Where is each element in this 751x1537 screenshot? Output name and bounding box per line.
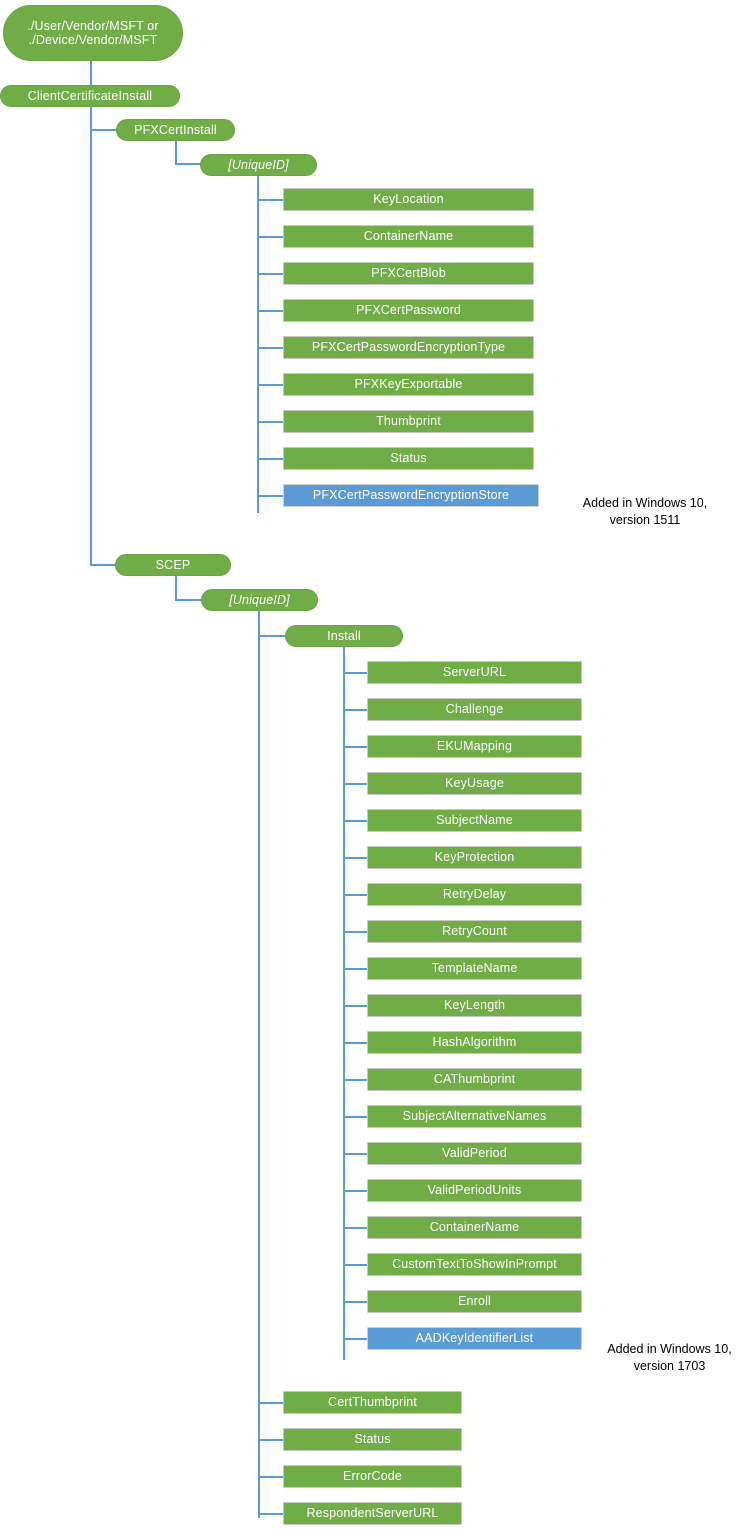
node-scep-install-cathumbprint[interactable]: CAThumbprint (367, 1068, 582, 1091)
connector-stub (258, 1439, 283, 1441)
connector-stub (343, 968, 367, 970)
connector-stub (257, 310, 283, 312)
connector-stub (343, 820, 367, 822)
node-scep-install-challenge[interactable]: Challenge (367, 698, 582, 721)
connector-stub (343, 894, 367, 896)
node-pfx-pfxcertpasswordencryptionstore[interactable]: PFXCertPasswordEncryptionStore (283, 484, 539, 507)
node-root[interactable]: ./User/Vendor/MSFT or ./Device/Vendor/MS… (3, 5, 183, 61)
node-scep-errorcode[interactable]: ErrorCode (283, 1465, 462, 1488)
connector-stub (343, 1301, 367, 1303)
node-scep-install-keyprotection[interactable]: KeyProtection (367, 846, 582, 869)
node-pfx-pfxcertblob[interactable]: PFXCertBlob (283, 262, 534, 285)
annotation-scep-added-version: Added in Windows 10, version 1703 (607, 1342, 732, 1373)
node-pfx-pfxkeyexportable[interactable]: PFXKeyExportable (283, 373, 534, 396)
node-scep-install-containername[interactable]: ContainerName (367, 1216, 582, 1239)
connector-stub (343, 709, 367, 711)
node-scep[interactable]: SCEP (115, 554, 231, 576)
connector-stub (257, 495, 283, 497)
node-scep-respondentserverurl[interactable]: RespondentServerURL (283, 1502, 462, 1525)
connector-stub (257, 273, 283, 275)
connector-scep-to-uniqueid-h (175, 599, 203, 601)
connector-stub (343, 746, 367, 748)
connector-scep-to-uniqueid-v (175, 576, 177, 600)
connector-pfx-to-uniqueid-h (175, 163, 202, 165)
node-scep-install-subjectalternativenames[interactable]: SubjectAlternativeNames (367, 1105, 582, 1128)
connector-stub (343, 1338, 367, 1340)
node-scep-install-keyusage[interactable]: KeyUsage (367, 772, 582, 795)
connector-stub (343, 1190, 367, 1192)
connector-stub (343, 1042, 367, 1044)
connector-stub (343, 1005, 367, 1007)
node-scep-install-subjectname[interactable]: SubjectName (367, 809, 582, 832)
connector-pfx-uniqueid-trunk (257, 175, 259, 513)
node-scep-install-customtexttoshowinprompt[interactable]: CustomTextToShowInPrompt (367, 1253, 582, 1276)
connector-stub (257, 347, 283, 349)
node-scep-status[interactable]: Status (283, 1428, 462, 1451)
connector-level1-trunk (90, 106, 92, 566)
connector-scep-uniqueid-trunk (258, 611, 260, 1518)
node-scep-install-validperiod[interactable]: ValidPeriod (367, 1142, 582, 1165)
connector-to-scep (90, 564, 116, 566)
annotation-pfx-added-version: Added in Windows 10, version 1511 (582, 496, 708, 527)
node-scep-install-templatename[interactable]: TemplateName (367, 957, 582, 980)
node-pfx-status[interactable]: Status (283, 447, 534, 470)
node-scep-install-aadkeyidentifierlist[interactable]: AADKeyIdentifierList (367, 1327, 582, 1350)
node-pfx-thumbprint[interactable]: Thumbprint (283, 410, 534, 433)
node-pfx-keylocation[interactable]: KeyLocation (283, 188, 534, 211)
node-scep-install-serverurl[interactable]: ServerURL (367, 661, 582, 684)
connector-stub (257, 458, 283, 460)
node-pfx-containername[interactable]: ContainerName (283, 225, 534, 248)
connector-stub (258, 1402, 283, 1404)
node-pfx-uniqueid[interactable]: [UniqueID] (200, 154, 317, 176)
connector-stub (343, 857, 367, 859)
connector-stub (343, 1227, 367, 1229)
node-scep-install-hashalgorithm[interactable]: HashAlgorithm (367, 1031, 582, 1054)
connector-pfx-to-uniqueid-v (175, 140, 177, 164)
node-scep-uniqueid[interactable]: [UniqueID] (201, 589, 318, 611)
connector-stub (257, 199, 283, 201)
node-scep-install-retrycount[interactable]: RetryCount (367, 920, 582, 943)
connector-to-pfxcertinstall (90, 129, 117, 131)
connector-stub (257, 236, 283, 238)
node-pfx-pfxcertpasswordencryptiontype[interactable]: PFXCertPasswordEncryptionType (283, 336, 534, 359)
connector-stub (343, 1153, 367, 1155)
connector-root-trunk (90, 60, 92, 86)
connector-to-install (258, 635, 286, 637)
connector-stub (343, 1116, 367, 1118)
node-pfxcertinstall[interactable]: PFXCertInstall (116, 119, 235, 141)
connector-stub (343, 931, 367, 933)
connector-install-trunk (343, 647, 345, 1360)
node-install[interactable]: Install (285, 625, 403, 647)
node-scep-install-validperiodunits[interactable]: ValidPeriodUnits (367, 1179, 582, 1202)
connector-stub (343, 672, 367, 674)
node-scep-certthumbprint[interactable]: CertThumbprint (283, 1391, 462, 1414)
node-scep-install-ekumapping[interactable]: EKUMapping (367, 735, 582, 758)
node-pfx-pfxcertpassword[interactable]: PFXCertPassword (283, 299, 534, 322)
node-scep-install-enroll[interactable]: Enroll (367, 1290, 582, 1313)
connector-stub (257, 421, 283, 423)
node-clientcertificateinstall[interactable]: ClientCertificateInstall (0, 85, 180, 107)
node-scep-install-keylength[interactable]: KeyLength (367, 994, 582, 1017)
node-scep-install-retrydelay[interactable]: RetryDelay (367, 883, 582, 906)
connector-stub (343, 1264, 367, 1266)
connector-stub (257, 384, 283, 386)
connector-stub (343, 783, 367, 785)
connector-stub (343, 1079, 367, 1081)
connector-stub (258, 1513, 283, 1515)
connector-stub (258, 1476, 283, 1478)
